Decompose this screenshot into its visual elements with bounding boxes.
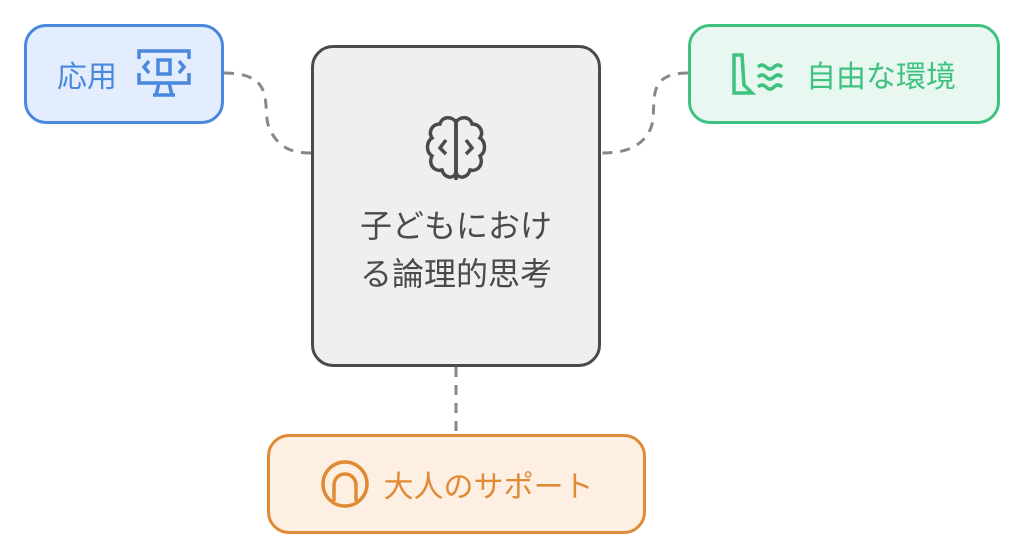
node-application[interactable]: 応用 bbox=[24, 24, 224, 124]
node-center[interactable]: 子どもにおける論理的思考 bbox=[311, 45, 601, 367]
center-title: 子どもにおける論理的思考 bbox=[359, 207, 552, 293]
connector-environment bbox=[600, 71, 689, 155]
node-environment-label: 自由な環境 bbox=[806, 60, 956, 95]
dam-water-icon bbox=[732, 53, 784, 95]
node-environment[interactable]: 自由な環境 bbox=[688, 24, 1000, 124]
lifebuoy-icon bbox=[320, 460, 369, 508]
node-support[interactable]: 大人のサポート bbox=[267, 434, 646, 534]
node-application-label: 応用 bbox=[57, 60, 117, 95]
monitor-code-icon bbox=[137, 49, 191, 97]
brain-icon bbox=[425, 116, 487, 180]
node-support-label: 大人のサポート bbox=[383, 470, 594, 505]
connector-application bbox=[223, 71, 312, 155]
